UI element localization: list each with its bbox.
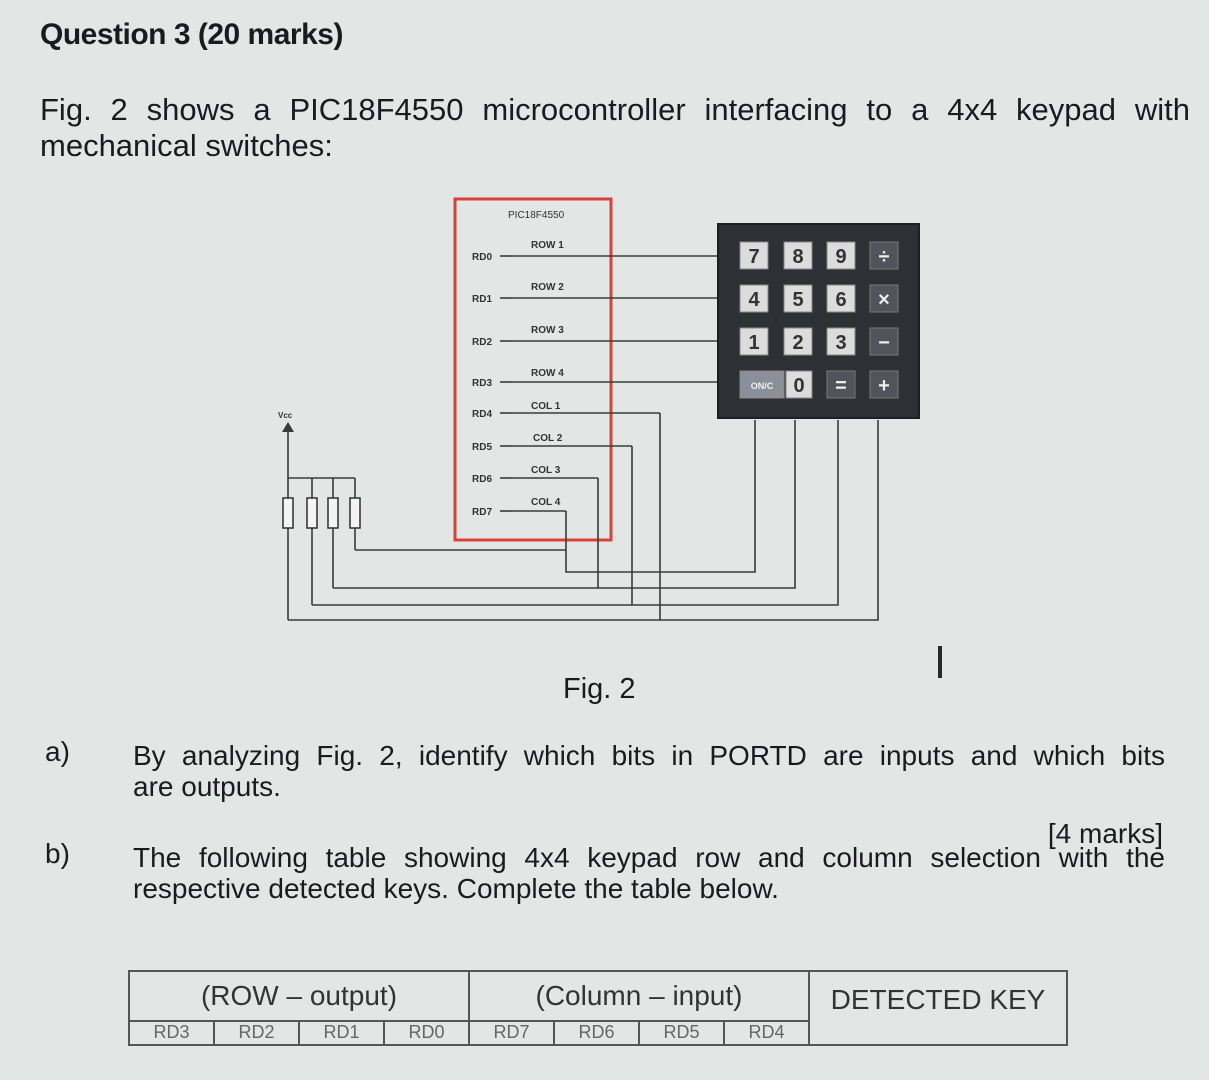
wiring	[287, 255, 879, 621]
part-a-label: a)	[45, 736, 70, 767]
part-a-line-2: are outputs.	[133, 771, 281, 802]
text-cursor-icon	[938, 646, 942, 678]
circuit-figure: PIC18F4550 RD0 RD1 RD2 RD3 RD4 RD5 RD6 R…	[278, 197, 920, 621]
key-multiply-label: ×	[878, 289, 890, 311]
key-7	[739, 241, 769, 270]
figure-caption: Fig. 2	[563, 673, 636, 705]
key-minus	[869, 327, 899, 356]
part-a-text: By analyzing Fig. 2, identify which bits…	[133, 740, 1165, 802]
signal-label-col4: COL 4	[531, 497, 561, 508]
key-3	[826, 327, 856, 356]
signal-label-col2: COL 2	[533, 433, 563, 444]
pin-label-rd1: RD1	[472, 294, 492, 305]
signal-label-row3: ROW 3	[531, 325, 564, 336]
key-0-label: 0	[793, 375, 804, 397]
key-6-label: 6	[835, 289, 846, 311]
vcc-arrow-icon	[282, 422, 294, 432]
key-on-c-label: ON/C	[751, 381, 774, 391]
key-9	[826, 241, 856, 270]
key-equals	[826, 370, 856, 399]
part-a-line-1: By analyzing Fig. 2, identify which bits…	[133, 740, 1165, 771]
key-multiply	[869, 284, 899, 313]
question-intro: Fig. 2 shows a PIC18F4550 microcontrolle…	[40, 92, 1190, 164]
table-subheader-cell: RD2	[213, 1020, 300, 1046]
key-6	[826, 284, 856, 313]
signal-label-row4: ROW 4	[531, 368, 564, 379]
chip-outline	[453, 197, 613, 542]
question-title: Question 3 (20 marks)	[40, 18, 343, 51]
table-subheader-cell: RD3	[128, 1020, 215, 1046]
keypad-table: (ROW – output) (Column – input) DETECTED…	[128, 970, 1068, 1046]
pin-label-rd2: RD2	[472, 337, 492, 348]
detected-key-header: DETECTED KEY	[808, 970, 1068, 1046]
table-subheader-cell: RD1	[298, 1020, 385, 1046]
key-1-label: 1	[748, 332, 759, 354]
intro-line-2: mechanical switches:	[40, 128, 333, 163]
pull-up-resistors	[282, 497, 361, 529]
keypad-keys: 7 8 9 ÷ 4 5 6 × 1 2 3 −	[739, 241, 899, 399]
signal-label-row1: ROW 1	[531, 240, 564, 251]
key-1	[739, 327, 769, 356]
table-subheader-cell: RD6	[553, 1020, 640, 1046]
table-subheader-cell: RD5	[638, 1020, 725, 1046]
pin-label-rd0: RD0	[472, 252, 492, 263]
key-minus-label: −	[878, 332, 890, 354]
table-subheader-cell: RD0	[383, 1020, 470, 1046]
resistor	[306, 497, 318, 529]
key-equals-label: =	[835, 375, 847, 397]
key-5-label: 5	[792, 289, 803, 311]
key-plus-label: +	[878, 375, 890, 397]
chip-name: PIC18F4550	[508, 210, 565, 221]
resistor	[282, 497, 294, 529]
vcc-label: Vcc	[278, 411, 293, 420]
part-b-line-1: The following table showing 4x4 keypad r…	[133, 842, 1165, 873]
key-plus	[869, 370, 899, 399]
signal-label-row2: ROW 2	[531, 282, 564, 293]
key-divide	[869, 241, 899, 270]
key-5	[783, 284, 813, 313]
row-output-header: (ROW – output)	[128, 970, 470, 1022]
pin-label-rd3: RD3	[472, 378, 492, 389]
part-a-marks: [4 marks]	[1047, 818, 1163, 849]
key-4	[739, 284, 769, 313]
pin-label-rd4: RD4	[472, 409, 492, 420]
key-8	[783, 241, 813, 270]
column-input-header: (Column – input)	[468, 970, 810, 1022]
intro-line-1: Fig. 2 shows a PIC18F4550 microcontrolle…	[40, 92, 1190, 127]
key-on-c	[739, 370, 785, 399]
resistor	[349, 497, 361, 529]
key-9-label: 9	[835, 246, 846, 268]
pin-label-rd7: RD7	[472, 507, 492, 518]
key-0	[785, 370, 813, 399]
part-b-label: b)	[45, 838, 70, 869]
key-7-label: 7	[748, 246, 759, 268]
key-2	[783, 327, 813, 356]
signal-label-col1: COL 1	[531, 401, 561, 412]
key-4-label: 4	[748, 289, 760, 311]
table-subheader-cell: RD7	[468, 1020, 555, 1046]
key-divide-label: ÷	[879, 246, 890, 268]
signal-label-col3: COL 3	[531, 465, 561, 476]
part-b-line-2: respective detected keys. Complete the t…	[133, 873, 779, 904]
pin-label-rd6: RD6	[472, 474, 492, 485]
key-8-label: 8	[792, 246, 803, 268]
table-subheader-cell: RD4	[723, 1020, 810, 1046]
key-3-label: 3	[835, 332, 846, 354]
resistor	[327, 497, 339, 529]
pin-label-rd5: RD5	[472, 442, 492, 453]
key-2-label: 2	[792, 332, 803, 354]
part-b-text: The following table showing 4x4 keypad r…	[133, 842, 1165, 904]
